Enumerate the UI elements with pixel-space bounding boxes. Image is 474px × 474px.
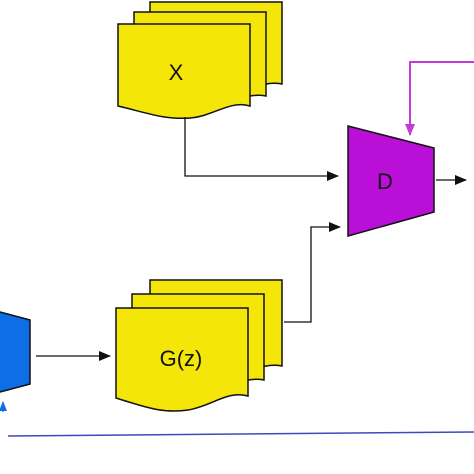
- real-data-stack: X: [117, 1, 283, 120]
- bottom-boundary-line: [7, 431, 474, 437]
- generator: [0, 311, 31, 393]
- real-data-label: X: [169, 60, 184, 85]
- discriminator: D: [347, 125, 435, 237]
- generator-shape: [0, 311, 31, 393]
- discriminator-label: D: [377, 169, 393, 194]
- generated-to-discriminator-arrow: [284, 222, 341, 323]
- generated-sheet-front: [115, 307, 249, 412]
- generated-data-label: G(z): [160, 346, 203, 371]
- real-data-to-discriminator-arrow: [184, 117, 339, 181]
- feedback-arrow: [405, 61, 474, 136]
- real-data-sheet-front: [117, 23, 251, 120]
- generated-data-stack: G(z): [115, 279, 283, 412]
- discriminator-shape: [347, 125, 435, 237]
